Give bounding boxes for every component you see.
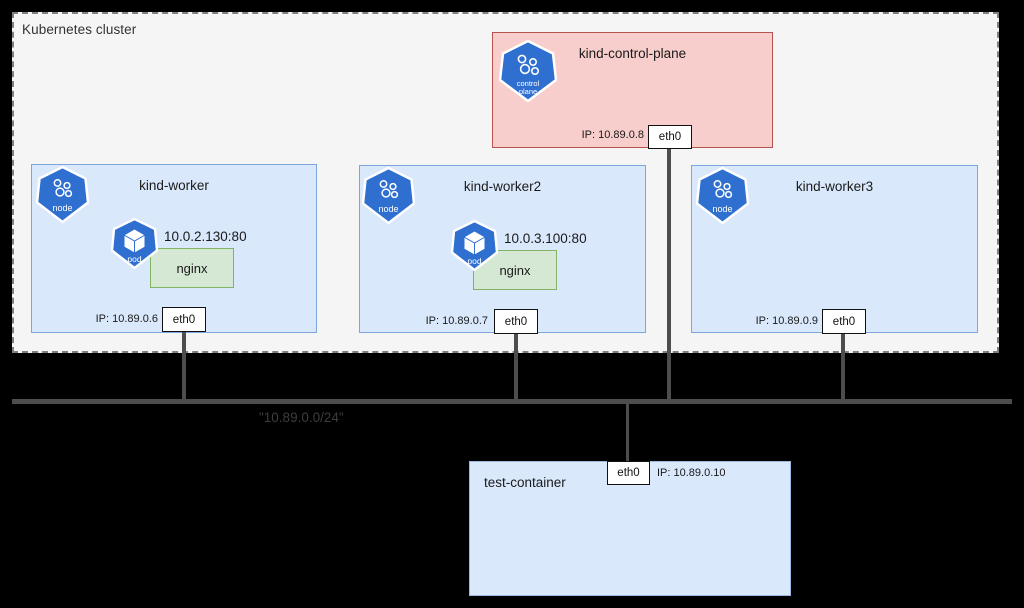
worker2-eth0-badge[interactable]: eth0 <box>494 309 538 334</box>
network-bus-label: "10.89.0.0/24" <box>259 410 344 425</box>
node-icon-label: node <box>712 204 732 214</box>
node-icon-label: node <box>378 204 398 214</box>
worker1-nginx-box[interactable]: nginx <box>150 248 234 288</box>
k8s-node-icon: node <box>362 167 415 224</box>
control-plane-eth0-badge[interactable]: eth0 <box>648 125 692 149</box>
wire-network-to-test-container <box>626 402 629 464</box>
wire-worker3-to-network <box>841 332 845 402</box>
node-icon-label: node <box>52 203 72 213</box>
test-container-title: test-container <box>484 475 566 490</box>
k8s-control-plane-icon: control plane <box>499 40 557 102</box>
worker3-eth0-badge[interactable]: eth0 <box>822 309 866 334</box>
worker1-pod-address: 10.0.2.130:80 <box>164 229 247 244</box>
control-plane-icon-label-line1: control <box>517 79 540 88</box>
k8s-node-icon: node <box>36 166 89 223</box>
wire-control-plane-to-network <box>667 147 671 402</box>
worker1-ip-label: IP: 10.89.0.6 <box>95 313 158 325</box>
pod-icon-label: pod <box>127 254 141 264</box>
k8s-pod-icon: pod <box>451 220 498 271</box>
node-title: kind-worker2 <box>463 179 542 194</box>
control-plane-ip-label: IP: 10.89.0.8 <box>581 129 644 141</box>
node-title: kind-worker <box>139 178 209 193</box>
worker1-eth0-badge[interactable]: eth0 <box>162 307 206 332</box>
pod-icon-label: pod <box>467 256 481 266</box>
test-container-eth0-badge[interactable]: eth0 <box>607 461 650 485</box>
test-container-ip-label: IP: 10.89.0.10 <box>657 467 726 479</box>
node-title: kind-control-plane <box>578 46 687 61</box>
worker3-ip-label: IP: 10.89.0.9 <box>755 315 818 327</box>
cluster-title: Kubernetes cluster <box>22 22 137 37</box>
worker2-ip-label: IP: 10.89.0.7 <box>425 315 488 327</box>
k8s-pod-icon: pod <box>111 218 158 269</box>
wire-worker1-to-network <box>182 330 186 402</box>
k8s-node-icon: node <box>696 167 749 224</box>
worker2-pod-address: 10.0.3.100:80 <box>504 231 587 246</box>
network-bus-10-89-0-0-24 <box>12 399 1012 404</box>
wire-worker2-to-network <box>514 332 518 402</box>
node-title: kind-worker3 <box>795 179 874 194</box>
control-plane-icon-label-line2: plane <box>519 87 537 96</box>
